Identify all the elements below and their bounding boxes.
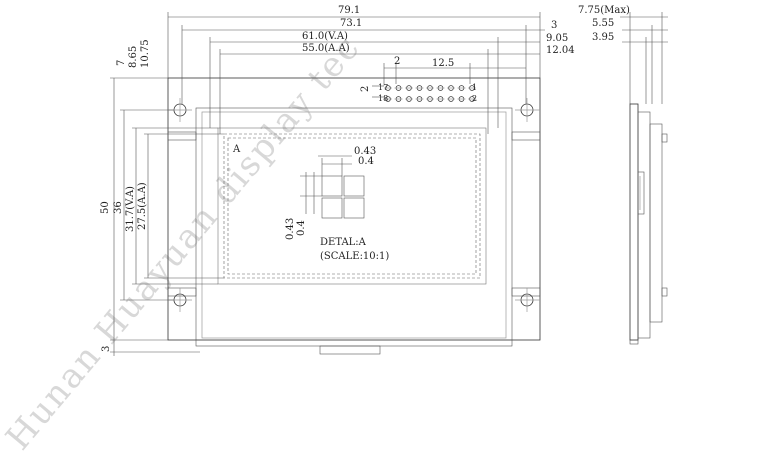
detail-a-view: 0.43 0.4 0.43 0.4 DETAL:A (SCALE:10:1) (285, 146, 389, 262)
left-dimensions: 7 8.65 10.75 50 36 31.7(V.A) 27.5(A.A) 3 (100, 39, 224, 356)
detail-scale: (SCALE:10:1) (320, 251, 389, 262)
dim-width-overall: 79.1 (338, 5, 360, 16)
dim-height-viewing-area: 31.7(V.A) (125, 186, 136, 232)
right-tab-bottom (511, 287, 541, 297)
top-dimensions: 79.1 73.1 61.0(V.A) 55.0(A.A) 3 9.05 12.… (167, 5, 575, 134)
dim-top-hole: 7 (116, 60, 127, 66)
dim-thickness-max: 7.75(Max) (578, 5, 630, 16)
pin-label-18: 18 (378, 94, 388, 103)
detail-dot-pitch: 0.4 (358, 156, 374, 167)
dim-active-offset: 12.04 (546, 45, 575, 56)
left-tab-bottom (167, 287, 197, 297)
detail-dot-width: 0.43 (354, 146, 376, 157)
side-frame (637, 111, 651, 339)
bezel-inner (201, 111, 507, 339)
viewing-area (217, 127, 487, 285)
dim-hole-offset: 3 (551, 20, 557, 31)
detail-pixel-1 (321, 175, 343, 197)
pin-header (384, 85, 476, 102)
detail-dot-pitch-vertical: 0.4 (296, 220, 307, 236)
detail-marker: A (232, 144, 241, 155)
side-pcb (629, 103, 639, 341)
dim-width-viewing-area: 61.0(V.A) (302, 31, 348, 42)
active-area (223, 133, 481, 279)
detail-dot-height: 0.43 (285, 218, 296, 240)
side-connector (637, 171, 645, 215)
detail-pixel-4 (343, 197, 365, 219)
dim-pin-offset: 12.5 (432, 58, 454, 69)
side-bottom (629, 339, 639, 345)
side-view: 7.75(Max) 5.55 3.95 (578, 5, 668, 345)
watermark-text: Hunan Huayuan display tec (0, 27, 368, 455)
dim-height-holes: 36 (113, 201, 124, 214)
dim-top-viewing: 8.65 (128, 46, 139, 68)
side-glass (649, 123, 663, 323)
dim-height-active-area: 27.5(A.A) (137, 182, 148, 230)
side-tab-top (661, 133, 668, 143)
dim-height-overall: 50 (100, 201, 111, 214)
dim-top-active: 10.75 (140, 39, 151, 68)
dim-viewing-offset: 9.05 (546, 33, 568, 44)
dim-thickness-module: 5.55 (592, 18, 614, 29)
front-view: 17 1 18 2 A (167, 77, 541, 355)
detail-pixel-3 (321, 197, 343, 219)
dim-pin-pitch: 2 (394, 56, 400, 67)
bottom-connector (319, 345, 381, 355)
dim-bottom-connector: 3 (101, 346, 112, 352)
detail-title: DETAL:A (320, 237, 367, 248)
side-tab-bottom (661, 287, 668, 297)
dim-pin-pitch-vertical: 2 (360, 86, 371, 92)
pin-label-2: 2 (472, 94, 477, 103)
watermark: Hunan Huayuan display tec (0, 27, 368, 455)
pin-label-17: 17 (378, 83, 388, 92)
dim-width-active-area: 55.0(A.A) (302, 43, 350, 54)
detail-pixel-2 (343, 175, 365, 197)
dim-thickness-glass: 3.95 (592, 32, 614, 43)
bottom-flange (195, 339, 513, 347)
left-tab-top (167, 131, 197, 141)
dim-width-holes: 73.1 (340, 18, 362, 29)
right-tab-top (511, 131, 541, 141)
pin-label-1: 1 (472, 83, 477, 92)
active-area-inner (227, 137, 477, 275)
